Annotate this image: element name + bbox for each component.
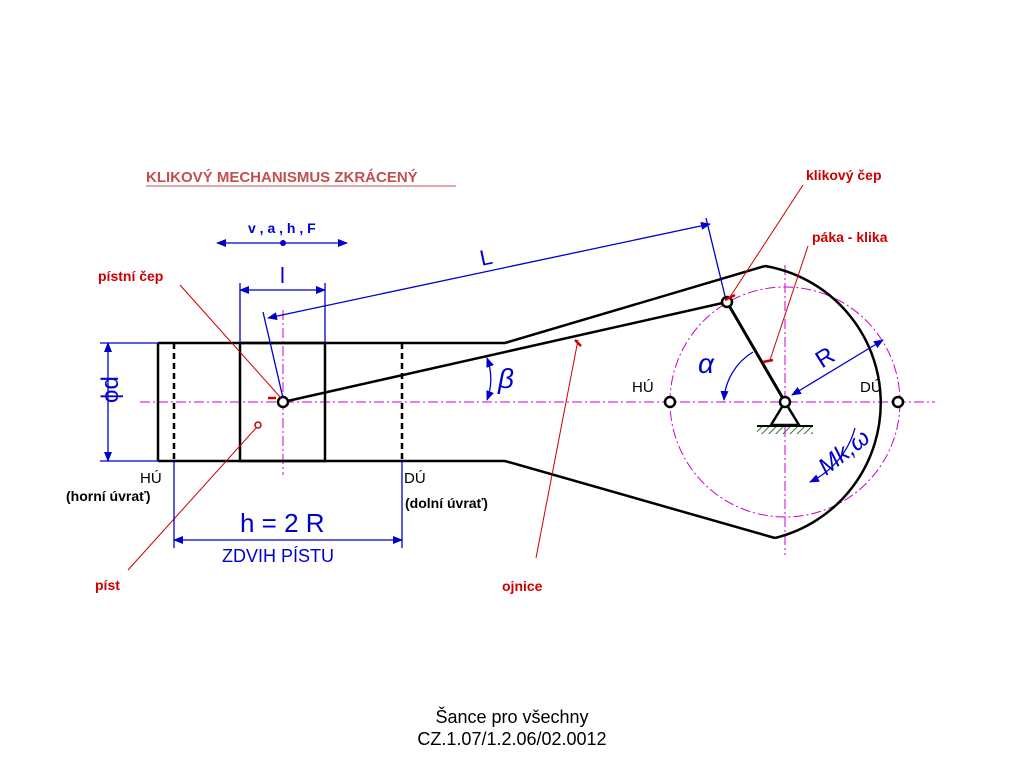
crank-support bbox=[757, 399, 813, 434]
diagram-title: KLIKOVÝ MECHANISMUS ZKRÁCENÝ bbox=[146, 168, 418, 186]
dim-stroke-text: ZDVIH PÍSTU bbox=[222, 546, 334, 566]
label-ojnice: ojnice bbox=[502, 578, 543, 594]
crank-arm bbox=[725, 301, 787, 403]
label-paka-klika: páka - klika bbox=[812, 229, 888, 245]
dimension-lines bbox=[100, 217, 884, 548]
dim-mk-omega: Mk,ω bbox=[813, 424, 875, 481]
label-hu-left: HÚ bbox=[140, 470, 162, 487]
label-pistni-cep: pístní čep bbox=[98, 268, 163, 284]
dim-phi-d: ϕd bbox=[97, 376, 124, 403]
label-du-left: DÚ bbox=[404, 470, 426, 487]
label-klikovy-cep: klikový čep bbox=[806, 167, 882, 183]
dim-stroke-formula: h = 2 R bbox=[240, 508, 325, 538]
crank-center bbox=[778, 395, 792, 409]
dim-L-big: L bbox=[477, 244, 494, 271]
dim-l-small: l bbox=[280, 263, 285, 288]
label-pist: píst bbox=[95, 577, 120, 593]
leader-lines bbox=[127, 184, 809, 571]
dim-alpha: α bbox=[698, 348, 715, 379]
label-hu-right: HÚ bbox=[632, 379, 654, 396]
label-hu-left-desc: (horní úvrať) bbox=[66, 488, 151, 504]
hu-point bbox=[663, 395, 677, 409]
footer-line2: CZ.1.07/1.2.06/02.0012 bbox=[417, 729, 607, 749]
housing-outline bbox=[156, 264, 882, 540]
label-du-right: DÚ bbox=[860, 379, 882, 396]
du-point bbox=[891, 395, 905, 409]
crank-pin bbox=[720, 295, 734, 309]
leader-ticks bbox=[268, 293, 774, 400]
dim-beta: β bbox=[497, 363, 514, 394]
vahf-dot bbox=[280, 240, 286, 246]
dim-vahf: v , a , h , F bbox=[248, 220, 316, 236]
piston bbox=[238, 341, 327, 463]
piston-pin bbox=[276, 395, 290, 409]
piston-marker bbox=[254, 421, 262, 429]
label-du-left-desc: (dolní úvrať) bbox=[405, 495, 488, 511]
footer-line1: Šance pro všechny bbox=[435, 707, 589, 727]
